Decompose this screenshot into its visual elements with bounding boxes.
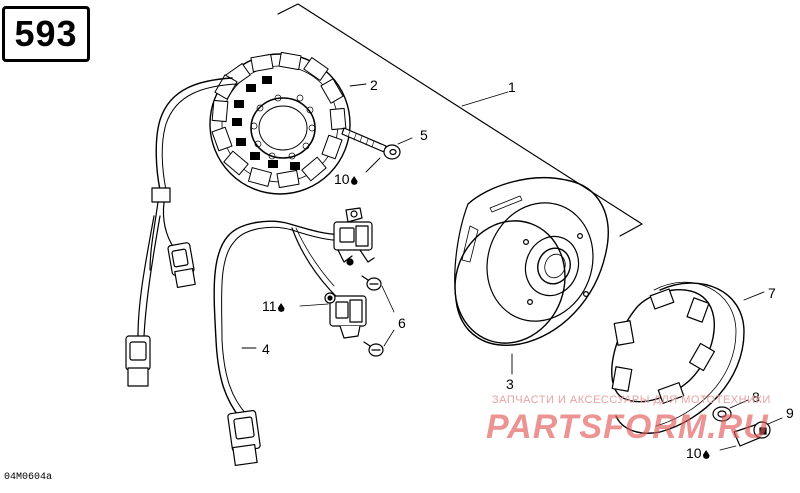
stator-connector-lower (125, 335, 151, 387)
diagram-reference: 04M0604a (4, 472, 53, 483)
lube-mark-stator-bolt: 10 (334, 172, 358, 186)
stator-wire-harness (125, 77, 237, 387)
oil-drop-icon (702, 450, 710, 459)
lube-code-flywheel-screw: 10 (686, 445, 702, 461)
callout-7: 7 (768, 285, 776, 301)
callout-5: 5 (420, 127, 428, 143)
callout-3: 3 (506, 376, 514, 392)
watermark-tagline: ЗАПЧАСТИ И АКСЕССУАРЫ ДЛЯ МОТОТЕХНИКИ (492, 394, 771, 406)
trigger-sensor-lower (324, 292, 367, 339)
callout-8: 8 (752, 389, 760, 405)
stator (209, 51, 367, 195)
callout-4: 4 (262, 341, 270, 357)
assembly-bracket-1 (277, 3, 643, 237)
callout-1: 1 (508, 79, 516, 95)
callout-9: 9 (786, 405, 794, 421)
lube-mark-flywheel-screw: 10 (686, 446, 710, 460)
oil-drop-icon (277, 303, 285, 312)
stator-bolt (341, 127, 413, 173)
lube-code-stator-bolt: 10 (334, 171, 350, 187)
flywheel-washer (712, 399, 749, 422)
page-number-box: 593 (2, 6, 90, 62)
trigger-sensor-upper (333, 207, 375, 266)
watermark-logo: PARTSFORM.RU (486, 408, 769, 446)
oil-drop-icon (350, 176, 358, 185)
page-number: 593 (14, 13, 78, 54)
lube-code-sensor-screw: 11 (262, 298, 277, 314)
flywheel (454, 177, 609, 375)
flywheel-screw (719, 417, 783, 451)
callout-6: 6 (398, 315, 406, 331)
trigger-ring (611, 281, 765, 434)
callout-2: 2 (370, 77, 378, 93)
trigger-harness (213, 220, 347, 467)
trigger-connector (227, 410, 261, 467)
lube-mark-sensor-screw: 11 (262, 299, 285, 313)
stator-connector-upper (167, 242, 196, 289)
sensor-screws (299, 275, 395, 357)
